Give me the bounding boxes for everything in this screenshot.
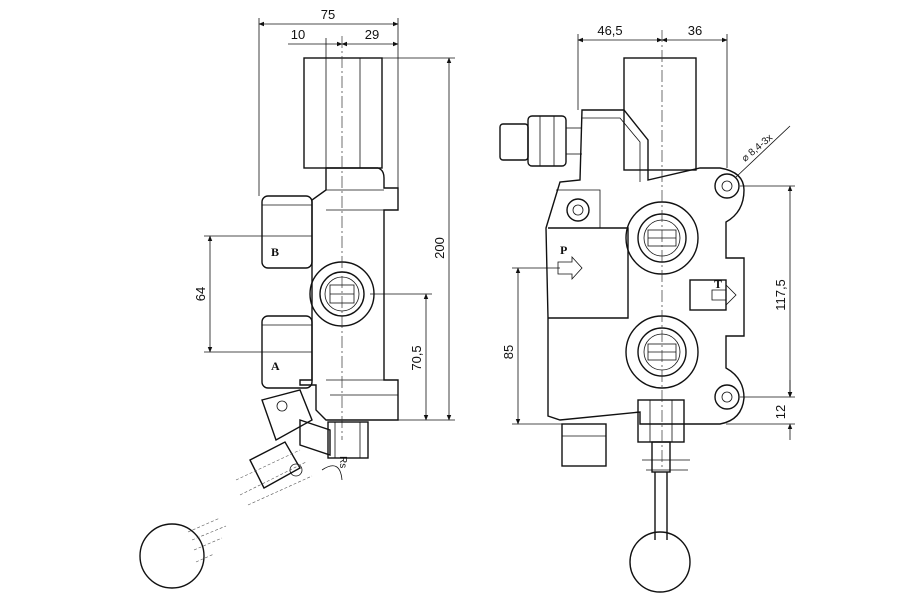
inlet-fitting xyxy=(499,115,582,167)
hole-callout: ⌀ 8,4-3x xyxy=(740,132,775,164)
arrow-t xyxy=(711,284,737,306)
t-port xyxy=(689,279,727,311)
dim-offset-left: 10 xyxy=(291,27,305,42)
dim-width-total: 75 xyxy=(321,7,335,22)
lever-mechanism: Rs xyxy=(235,389,369,506)
port-label-b: B xyxy=(271,245,279,259)
valve-body xyxy=(299,167,399,421)
port-label-a: A xyxy=(271,359,280,373)
lever-knob xyxy=(629,531,691,593)
lever-mechanism xyxy=(637,399,690,540)
front-view: P T 46,5 36 ⌀ 8,4-3x xyxy=(499,23,795,593)
lever-knob xyxy=(139,523,205,589)
port-b-boss xyxy=(261,195,313,269)
dim-height-total: 200 xyxy=(432,237,447,259)
dim-offset-right: 29 xyxy=(365,27,379,42)
spool-tube xyxy=(623,57,697,171)
port-label-t: T xyxy=(714,277,722,291)
mount-hole xyxy=(566,198,590,222)
dim-width-right: 36 xyxy=(688,23,702,38)
dim-hole-spacing: 117,5 xyxy=(773,279,788,311)
dim-bottom-offset: 12 xyxy=(773,405,788,419)
bottom-outlet xyxy=(561,423,607,467)
dim-center-height: 70,5 xyxy=(409,345,424,370)
arrow-p xyxy=(557,255,583,281)
spool-tube xyxy=(303,57,383,169)
dim-width-left: 46,5 xyxy=(597,23,622,38)
dim-port-spacing: 64 xyxy=(193,287,208,301)
mount-hole xyxy=(714,173,740,199)
side-view: 75 10 29 200 70,5 64 B A xyxy=(139,7,455,589)
port-label-p: P xyxy=(560,243,567,257)
mount-hole xyxy=(714,384,740,410)
dim-inlet-height: 85 xyxy=(501,345,516,359)
valve-body xyxy=(545,109,745,425)
lever-mark: Rs xyxy=(337,456,348,468)
